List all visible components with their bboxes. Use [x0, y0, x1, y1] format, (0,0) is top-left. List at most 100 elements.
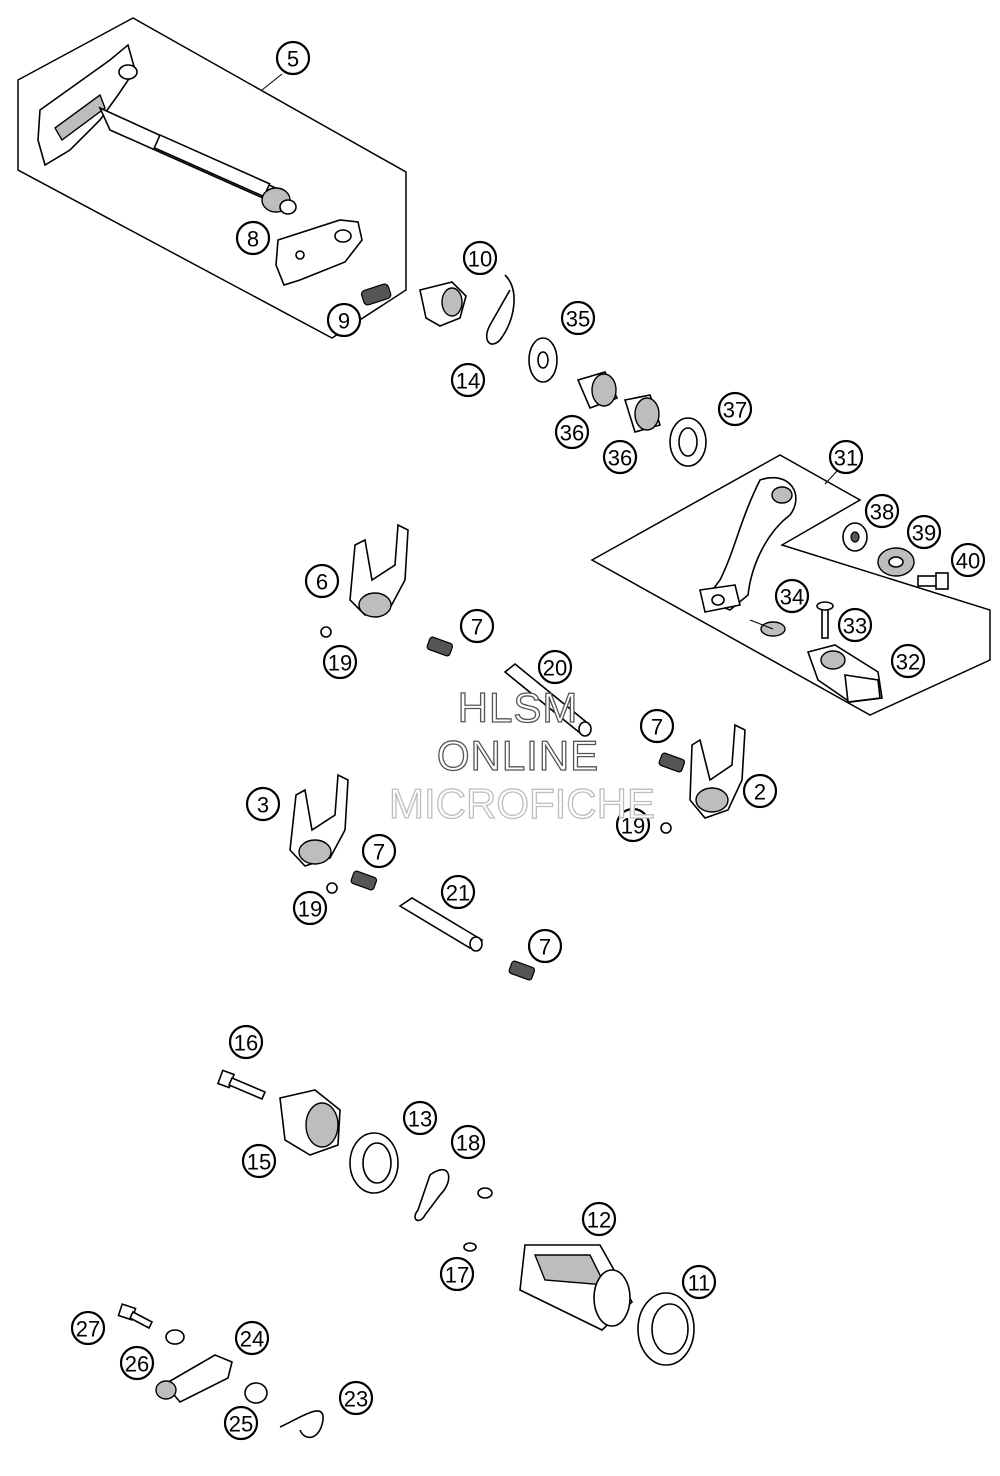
- shift-lever-group-box: [590, 454, 991, 716]
- svg-text:16: 16: [234, 1031, 258, 1056]
- shift-shaft-group-box: [17, 17, 407, 339]
- callout-14: 14: [450, 362, 486, 398]
- lever-screw: [917, 572, 949, 590]
- ball-19a: [320, 626, 332, 638]
- callout-39: 39: [906, 514, 942, 550]
- pin: [816, 601, 834, 639]
- shift-plate: [275, 219, 363, 286]
- spring-clip: [485, 274, 515, 345]
- svg-text:7: 7: [471, 615, 483, 640]
- svg-text:2: 2: [754, 780, 766, 805]
- gasket: [877, 547, 915, 577]
- svg-text:6: 6: [316, 570, 328, 595]
- callout-20: 20: [537, 649, 573, 685]
- callout-17: 17: [439, 1256, 475, 1292]
- callout-7b: 7: [639, 708, 675, 744]
- svg-text:13: 13: [408, 1107, 432, 1132]
- clamp-18: [414, 1168, 450, 1222]
- svg-text:18: 18: [456, 1131, 480, 1156]
- callout-9: 9: [326, 302, 362, 338]
- callout-24: 24: [234, 1320, 270, 1356]
- spring-7a: [426, 636, 454, 657]
- bolt-16: [216, 1069, 267, 1101]
- svg-text:24: 24: [240, 1327, 264, 1352]
- svg-text:36: 36: [560, 421, 584, 446]
- svg-text:5: 5: [287, 47, 299, 72]
- callout-5: 5: [275, 40, 311, 76]
- svg-text:17: 17: [445, 1263, 469, 1288]
- callout-13: 13: [402, 1100, 438, 1136]
- callout-26: 26: [119, 1345, 155, 1381]
- svg-text:3: 3: [257, 793, 269, 818]
- svg-text:27: 27: [76, 1317, 100, 1342]
- callout-21: 21: [440, 874, 476, 910]
- svg-text:38: 38: [870, 500, 894, 525]
- callout-23: 23: [338, 1380, 374, 1416]
- bearing-13: [349, 1132, 399, 1194]
- callout-7d: 7: [527, 928, 563, 964]
- svg-text:19: 19: [298, 897, 322, 922]
- svg-text:26: 26: [125, 1352, 149, 1377]
- lever-washer: [842, 522, 868, 552]
- ball-19b: [660, 822, 672, 834]
- ball-19c: [326, 882, 338, 894]
- callout-36b: 36: [602, 439, 638, 475]
- clip: [419, 281, 467, 327]
- svg-text:25: 25: [229, 1412, 253, 1437]
- callout-32: 32: [890, 643, 926, 679]
- lever-tip: [806, 644, 883, 703]
- svg-text:8: 8: [247, 227, 259, 252]
- callout-36a: 36: [554, 414, 590, 450]
- shift-fork-2: [689, 723, 746, 819]
- svg-text:39: 39: [912, 521, 936, 546]
- svg-text:9: 9: [338, 309, 350, 334]
- svg-text:15: 15: [247, 1150, 271, 1175]
- spring-23: [279, 1410, 324, 1439]
- shift-drum-12: [519, 1244, 634, 1331]
- leader-lines: [261, 73, 839, 485]
- callout-34: 34: [774, 578, 810, 614]
- svg-text:35: 35: [566, 307, 590, 332]
- bolt-27: [117, 1303, 154, 1330]
- screw-17a: [477, 1187, 493, 1199]
- bearing-11: [637, 1292, 695, 1366]
- washer-26: [165, 1329, 185, 1345]
- callout-33: 33: [837, 607, 873, 643]
- svg-text:32: 32: [896, 650, 920, 675]
- callout-15: 15: [241, 1143, 277, 1179]
- watermark: HLSM ONLINE MICROFICHE: [388, 683, 655, 827]
- bushing-b: [623, 394, 662, 433]
- svg-text:11: 11: [688, 1271, 711, 1296]
- small-washer: [749, 619, 786, 637]
- svg-text:7: 7: [539, 935, 551, 960]
- callout-7a: 7: [459, 608, 495, 644]
- svg-text:19: 19: [328, 651, 352, 676]
- svg-text:7: 7: [373, 840, 385, 865]
- svg-text:33: 33: [843, 614, 867, 639]
- spring-7c: [350, 870, 378, 891]
- callout-12: 12: [581, 1201, 617, 1237]
- watermark-line1: HLSM: [458, 684, 579, 731]
- callout-3: 3: [245, 786, 281, 822]
- shift-fork-3: [289, 773, 349, 867]
- fork-rod-20: [503, 662, 592, 737]
- roller-25: [244, 1382, 268, 1404]
- callout-8: 8: [235, 220, 271, 256]
- svg-text:7: 7: [651, 715, 663, 740]
- callout-10: 10: [462, 240, 498, 276]
- spring: [360, 283, 392, 306]
- shift-cam-15: [279, 1089, 341, 1156]
- svg-text:21: 21: [446, 881, 470, 906]
- svg-text:14: 14: [456, 369, 480, 394]
- callout-11: 11: [681, 1264, 717, 1300]
- svg-text:20: 20: [543, 656, 567, 681]
- callout-40: 40: [950, 542, 986, 578]
- callout-16: 16: [228, 1024, 264, 1060]
- shift-lever: [699, 477, 797, 613]
- callout-6: 6: [304, 563, 340, 599]
- callout-27: 27: [70, 1310, 106, 1346]
- seal-ring: [669, 417, 707, 467]
- svg-text:12: 12: [587, 1208, 611, 1233]
- svg-text:10: 10: [468, 247, 492, 272]
